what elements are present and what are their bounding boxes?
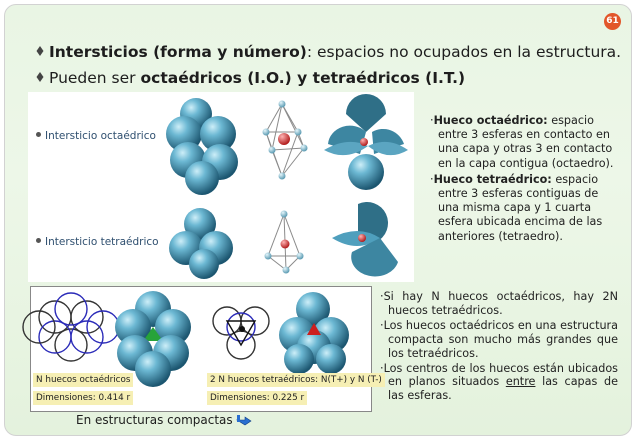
tetra-dimension-caption: Dimensiones: 0.225 r — [207, 391, 308, 405]
bullet-bold: Intersticios (forma y número) — [49, 43, 307, 61]
octa-dimension-caption: Dimensiones: 0.414 r — [33, 391, 134, 405]
bullet-intersticios: Intersticios (forma y número): espacios … — [36, 39, 622, 65]
tetrahedral-sphere-cluster — [169, 208, 233, 279]
note-size: ·Los huecos octaédricos en una estructur… — [380, 318, 618, 360]
bullet-tipos: Pueden ser octaédricos (I.O.) y tetraédr… — [36, 65, 621, 91]
return-arrow-icon[interactable] — [235, 414, 253, 426]
tetra-count-caption: 2 N huecos tetraédricos: N(T+) y N (T-) — [207, 373, 385, 387]
octa-count-caption: N huecos octaédricos — [33, 373, 134, 387]
bullet-marker-icon — [36, 46, 44, 56]
note-planes: ·Los centros de los huecos están ubicado… — [380, 361, 618, 403]
octahedral-sphere-cluster — [166, 98, 238, 195]
interstice-figure-panel: Intersticio octaédrico Intersticio tetra… — [28, 92, 414, 282]
compact-structures-link[interactable]: En estructuras compactas — [76, 413, 253, 427]
bullet-marker-icon — [36, 72, 44, 82]
tetrahedral-row-label: Intersticio tetraédrico — [36, 236, 159, 248]
compact-structure-panel: N huecos octaédricos Dimensiones: 0.414 … — [22, 286, 385, 412]
note-count: ·Si hay N huecos octaédricos, hay 2N hue… — [380, 290, 618, 317]
tetrahedral-cut-spheres — [332, 201, 398, 277]
interstice-illustrations — [166, 94, 408, 279]
bullet-text: Pueden ser — [49, 69, 141, 87]
octahedron-wireframe — [262, 100, 308, 180]
tetrahedral-hole-spheres — [279, 292, 349, 374]
tetrahedral-description: ·Hueco tetraédrico: espacio entre 3 esfe… — [430, 172, 603, 243]
octahedral-description: ·Hueco octaédrico: espacio entre 3 esfer… — [430, 114, 614, 170]
hole-notes: ·Si hay N huecos octaédricos, hay 2N hue… — [380, 290, 618, 404]
title-bullets: Intersticios (forma y número): espacios … — [36, 39, 622, 91]
tetrahedron-wireframe — [264, 210, 304, 274]
page-number-badge: 61 — [604, 13, 621, 30]
octahedral-cut-spheres — [324, 94, 408, 190]
octahedral-row-label: Intersticio octaédrico — [36, 130, 156, 142]
compact-layer-diagrams — [22, 291, 349, 387]
footer-label: En estructuras compactas — [76, 413, 233, 427]
octahedral-hole-spheres — [115, 291, 191, 387]
bullet-bold: octaédricos (I.O.) y tetraédricos (I.T.) — [140, 69, 466, 87]
interstice-descriptions: ·Hueco octaédrico: espacio entre 3 esfer… — [430, 114, 616, 246]
tetrahedral-layer-circles — [212, 306, 270, 360]
bullet-text: : espacios no ocupados en la estructura. — [306, 43, 622, 61]
octahedral-layer-circles — [22, 292, 120, 362]
